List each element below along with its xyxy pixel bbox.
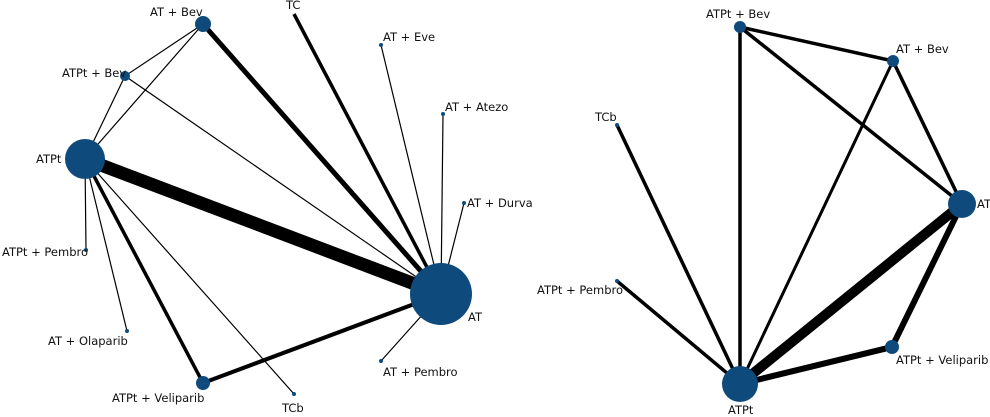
- right-label-atpt-veli: ATPt + Veliparib: [896, 353, 988, 367]
- right-node-tcb: [615, 123, 619, 127]
- left-label-atpt-pembro: ATPt + Pembro: [2, 245, 88, 259]
- right-edge-atpt-veli-at: [889, 202, 965, 349]
- left-label-at-pembro: AT + Pembro: [383, 365, 458, 379]
- right-node-atpt-pembro: [615, 279, 619, 283]
- left-label-at-atezo: AT + Atezo: [445, 100, 508, 114]
- left-edge-atpt-bev-at-bev: [124, 23, 204, 77]
- left-label-tc: TC: [285, 0, 300, 12]
- right-edge-atpt-at: [736, 200, 966, 388]
- right-edge-atpt-atpt-veli: [739, 344, 893, 387]
- left-label-at-bev: AT + Bev: [150, 5, 203, 19]
- right-label-atpt-bev: ATPt + Bev: [706, 7, 770, 21]
- right-edge-atpt-at-bev: [738, 60, 895, 385]
- left-node-atpt-pembro: [84, 248, 88, 252]
- left-node-at-atezo: [441, 112, 445, 116]
- right-edge-atpt-bev-at: [738, 25, 964, 206]
- left-node-atpt-bev: [120, 71, 130, 81]
- left-label-atpt-veli: ATPt + Veliparib: [112, 391, 204, 405]
- right-label-at-bev: AT + Bev: [896, 42, 949, 56]
- right-edge-atpt-tcb: [615, 124, 742, 385]
- left-label-atpt: ATPt: [36, 152, 62, 166]
- right-node-at-bev: [887, 55, 899, 67]
- left-node-tcb: [292, 392, 296, 396]
- right-node-atpt: [722, 366, 758, 402]
- left-label-atpt-bev: ATPt + Bev: [62, 66, 126, 80]
- left-node-at-pembro: [379, 359, 383, 363]
- left-edge-atpt-tcb: [84, 158, 295, 395]
- left-label-at-eve: AT + Eve: [383, 30, 435, 44]
- left-node-at-durva: [462, 201, 466, 205]
- right-label-atpt-pembro: ATPt + Pembro: [537, 283, 623, 297]
- left-edge-atpt-bev-at: [124, 75, 442, 295]
- left-edge-atpt-veli-at: [202, 292, 442, 385]
- right-label-at: AT: [977, 197, 990, 211]
- left-edge-atpt-at-bev: [84, 23, 204, 160]
- right-edge-at-bev-at: [891, 60, 964, 205]
- right-node-atpt-veli: [885, 340, 899, 354]
- left-node-at: [410, 263, 472, 325]
- left-node-atpt: [65, 139, 105, 179]
- left-edge-atpt-at: [82, 152, 444, 301]
- left-edge-tc-at: [292, 13, 443, 295]
- left-edge-at-bev-at: [201, 22, 443, 296]
- left-label-at-olaparib: AT + Olaparib: [48, 334, 128, 348]
- left-edge-at-eve-at: [380, 44, 442, 295]
- left-label-tcb: TCb: [281, 401, 304, 415]
- left-node-at-olaparib: [125, 329, 129, 333]
- right-label-tcb: TCb: [594, 110, 617, 124]
- left-node-at-eve: [379, 43, 383, 47]
- left-label-at: AT: [468, 310, 483, 324]
- right-edge-atpt-bev-at-bev: [739, 25, 894, 63]
- right-node-at: [948, 190, 976, 218]
- left-edge-atpt-atpt-veli: [83, 158, 205, 384]
- left-node-at-bev: [195, 16, 211, 32]
- left-edge-atpt-at-olaparib: [84, 158, 128, 332]
- left-label-at-durva: AT + Durva: [467, 196, 533, 210]
- right-node-atpt-bev: [734, 21, 746, 33]
- right-label-atpt: ATPt: [728, 403, 754, 417]
- left-node-atpt-veli: [196, 376, 210, 390]
- right-edge-atpt-atpt-pembro: [615, 279, 742, 386]
